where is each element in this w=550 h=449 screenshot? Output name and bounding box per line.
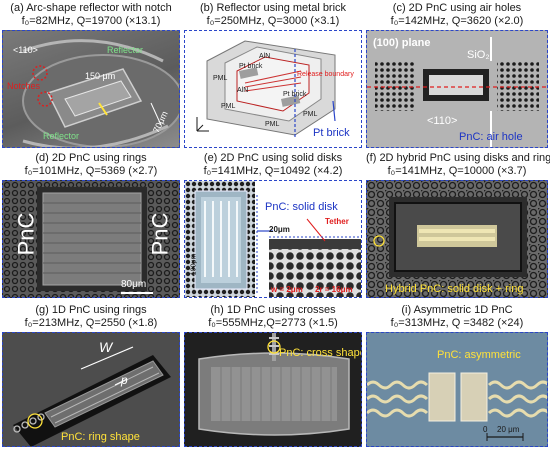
label-b-ptbrick1: Pt brick xyxy=(239,63,263,70)
label-f-callout: Hybrid PnC: solid disk + ring xyxy=(385,283,524,295)
label-h-callout: PnC: cross shape xyxy=(279,347,362,359)
label-a-reflector-bottom: Reflector xyxy=(43,131,80,141)
panel-g-title: (g) 1D PnC using rings xyxy=(35,304,147,316)
label-i-scale0: 0 xyxy=(483,425,488,434)
label-e-scale2: 100μm xyxy=(190,253,198,276)
panel-a: (a) Arc-shape reflector with notch f₀=82… xyxy=(2,2,180,148)
label-c-dir: <110> xyxy=(427,115,458,127)
label-a-reflector-top: Reflector xyxy=(107,45,144,55)
label-i-scale: 20 μm xyxy=(497,425,520,434)
panel-c: (c) 2D PnC using air holes f₀=142MHz, Q=… xyxy=(366,2,548,148)
panel-d-params: f₀=101MHz, Q=5369 (×2.7) xyxy=(24,165,158,177)
panel-h-image: PnC: cross shape xyxy=(184,332,362,447)
panel-d-title: (d) 2D PnC using rings xyxy=(35,152,147,164)
label-c-plane: (100) plane xyxy=(373,37,431,49)
panel-b-title: (b) Reflector using metal brick xyxy=(199,2,347,14)
label-b-pml4: PML xyxy=(303,111,318,118)
panel-h-title: (h) 1D PnC using crosses xyxy=(210,304,336,316)
label-e-r: 2r = 16μm xyxy=(315,285,353,294)
label-e-callout: PnC: solid disk xyxy=(265,201,338,213)
label-c-sio2: SiO₂ xyxy=(467,49,490,61)
panel-e: (e) 2D PnC using solid disks f₀=141MHz, … xyxy=(184,152,362,300)
panel-d-sem-svg xyxy=(3,181,179,297)
panel-h: (h) 1D PnC using crosses f₀=555MHz,Q=277… xyxy=(184,304,362,447)
panel-f: (f) 2D hybrid PnC using disks and rings … xyxy=(366,152,550,300)
label-b-aln2: AlN xyxy=(237,87,249,94)
label-b-aln1: AlN xyxy=(259,53,271,60)
panel-e-image: PnC: solid disk 20μm Tether 100μm w = 2μ… xyxy=(184,180,362,298)
label-d-scale: 80μm xyxy=(121,279,147,290)
panel-e-params: f₀=141MHz, Q=10492 (×4.2) xyxy=(203,165,343,177)
panel-g: (g) 1D PnC using rings f₀=213MHz, Q=2550… xyxy=(2,304,180,447)
label-b-callout: Pt brick xyxy=(313,127,350,139)
panel-i-title: (i) Asymmetric 1D PnC xyxy=(401,304,513,316)
panel-a-sem-svg xyxy=(22,39,179,147)
panel-a-image: <110> Reflector Notches 150 μm Reflector… xyxy=(2,30,180,148)
label-b-pml2: PML xyxy=(221,103,236,110)
panel-e-title: (e) 2D PnC using solid disks xyxy=(203,152,343,164)
label-e-w: w = 2μm xyxy=(271,285,303,294)
panel-g-sem-svg xyxy=(13,346,171,446)
panel-a-title: (a) Arc-shape reflector with notch xyxy=(10,2,172,14)
panel-i-params: f₀=313MHz, Q =3482 (×24) xyxy=(390,317,524,329)
label-g-W: W xyxy=(99,339,113,355)
label-a-dir: <110> xyxy=(13,45,38,55)
panel-g-params: f₀=213MHz, Q=2550 (×1.8) xyxy=(24,317,158,329)
label-d-right: PnC xyxy=(147,212,173,256)
panel-b-params: f₀=250MHz, Q=3000 (×3.1) xyxy=(206,15,340,27)
panel-b: (b) Reflector using metal brick f₀=250MH… xyxy=(184,2,362,148)
panel-i-image: PnC: asymmetric 0 20 μm xyxy=(366,332,548,447)
panel-h-params: f₀=555MHz,Q=2773 (×1.5) xyxy=(208,317,338,329)
panel-c-image: (100) plane SiO₂ <110> PnC: air hole xyxy=(366,30,548,148)
label-g-callout: PnC: ring shape xyxy=(61,431,140,443)
label-i-callout: PnC: asymmetric xyxy=(437,349,521,361)
panel-b-image: Pt brick AlN AlN Release boundary Pt bri… xyxy=(184,30,362,148)
panel-f-image: Hybrid PnC: solid disk + ring xyxy=(366,180,548,298)
panel-i-sem-svg xyxy=(367,333,547,446)
panel-f-sem-svg xyxy=(367,181,547,297)
label-b-pml3: PML xyxy=(265,121,280,128)
label-b-ptbrick2: Pt brick xyxy=(283,91,307,98)
panel-h-sem-svg xyxy=(198,333,350,436)
label-e-scale1: 20μm xyxy=(269,225,290,234)
panel-a-params: f₀=82MHz, Q=19700 (×13.1) xyxy=(21,15,161,27)
label-e-tether: Tether xyxy=(325,217,349,226)
panel-d: (d) 2D PnC using rings f₀=101MHz, Q=5369… xyxy=(2,152,180,300)
label-d-left: PnC xyxy=(13,212,39,256)
label-b-pml1: PML xyxy=(213,75,228,82)
panel-e-sem-svg xyxy=(185,181,361,297)
label-b-boundary: Release boundary xyxy=(297,71,354,78)
label-g-p: p xyxy=(121,373,128,387)
label-a-notches: Notches xyxy=(7,81,41,91)
label-c-callout: PnC: air hole xyxy=(459,131,523,143)
panel-c-sem-svg xyxy=(367,31,547,147)
panel-b-model-svg xyxy=(196,40,336,139)
panel-c-title: (c) 2D PnC using air holes xyxy=(392,2,522,14)
panel-f-params: f₀=141MHz, Q=10000 (×3.7) xyxy=(387,165,527,177)
label-a-len: 150 μm xyxy=(85,71,116,81)
panel-c-params: f₀=142MHz, Q=3620 (×2.0) xyxy=(390,15,524,27)
panel-i: (i) Asymmetric 1D PnC f₀=313MHz, Q =3482… xyxy=(366,304,548,447)
panel-f-title: (f) 2D hybrid PnC using disks and rings xyxy=(366,152,550,164)
panel-d-image: PnC PnC 80μm xyxy=(2,180,180,298)
panel-g-image: W p PnC: ring shape xyxy=(2,332,180,447)
